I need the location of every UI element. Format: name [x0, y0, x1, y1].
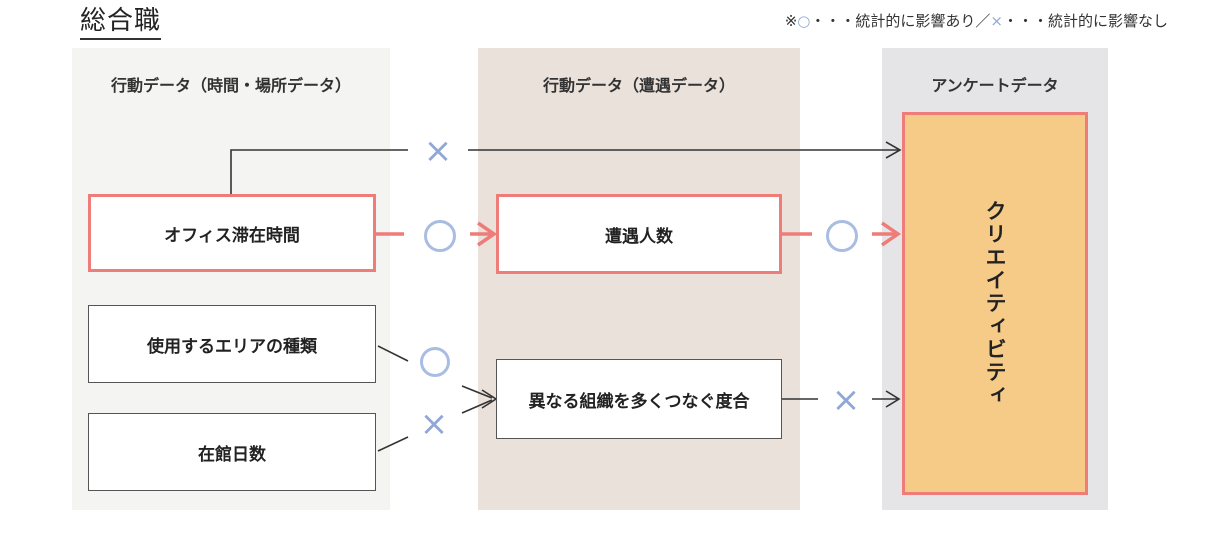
line-office-to-creativity [230, 149, 408, 196]
legend-prefix: ※ [784, 12, 798, 30]
node-cross-org: 異なる組織を多くつなぐ度合 [496, 359, 782, 439]
circle-mark-encounter-creativity [826, 220, 858, 252]
legend: ※○・・・統計的に影響あり／×・・・統計的に影響なし [785, 10, 1168, 31]
arrowhead-top [885, 141, 902, 159]
line-area-to-crossorg-b [461, 385, 493, 399]
legend-cross-text: ・・・統計的に影響なし [1002, 12, 1168, 30]
legend-circle-symbol: ○ [797, 12, 811, 30]
column-header-time-place: 行動データ（時間・場所データ） [110, 76, 351, 95]
node-creativity: クリエイティビティ [902, 112, 1088, 495]
cross-mark-days: × [419, 404, 449, 444]
arrowhead-crossorg [481, 389, 498, 409]
line-days-to-crossorg [377, 436, 409, 452]
page-title: 総合職 [80, 6, 162, 41]
line-area-to-crossorg [377, 345, 409, 362]
circle-mark-area [420, 347, 450, 377]
column-header-survey: アンケートデータ [931, 76, 1059, 95]
node-days-in-building: 在館日数 [88, 413, 376, 491]
node-encounter-count: 遭遇人数 [496, 194, 782, 274]
node-area-types: 使用するエリアの種類 [88, 305, 376, 383]
line-days-to-crossorg-b [461, 399, 493, 414]
cross-mark-top: × [423, 131, 453, 171]
node-office-time: オフィス滞在時間 [88, 194, 376, 272]
arrowhead-red-2 [881, 221, 902, 247]
arrowhead-red-1 [477, 221, 498, 247]
circle-mark-office-encounter [424, 220, 456, 252]
legend-circle-text: ・・・統計的に影響あり／ [810, 12, 991, 30]
column-header-encounter: 行動データ（遭遇データ） [542, 76, 735, 95]
legend-cross-symbol: × [990, 12, 1003, 30]
cross-mark-crossorg: × [831, 380, 861, 420]
arrowhead-crossorg-2 [885, 390, 901, 408]
